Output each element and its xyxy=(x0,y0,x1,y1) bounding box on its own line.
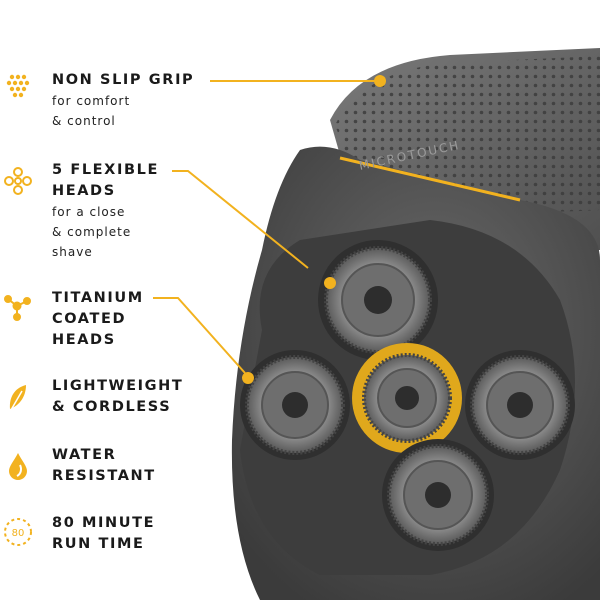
feather-icon xyxy=(9,385,26,411)
feature-title: 5 FLEXIBLE HEADS xyxy=(52,162,159,199)
accent-stripe xyxy=(339,156,521,202)
feature-title: TITANIUM COATED HEADS xyxy=(52,290,144,348)
shaving-head-center xyxy=(352,343,462,453)
water-drop-icon xyxy=(9,453,27,480)
shaving-head-left xyxy=(240,350,350,460)
shaving-head-bottom xyxy=(382,439,494,551)
shaving-head-right xyxy=(465,350,575,460)
feature-description: for a close & complete shave xyxy=(52,205,132,259)
flexible-heads-icon xyxy=(4,167,32,195)
feature-title: WATER RESISTANT xyxy=(52,447,156,484)
feature-description: for comfort & control xyxy=(52,94,131,128)
sun-timer-icon: 80 xyxy=(4,518,32,546)
svg-text:80: 80 xyxy=(12,528,25,539)
feature-title: LIGHTWEIGHT & CORDLESS xyxy=(52,378,184,415)
feature-title: 80 MINUTE RUN TIME xyxy=(52,515,156,552)
dots-grid-icon xyxy=(6,74,30,98)
shaving-head-top xyxy=(318,240,438,360)
molecule-icon xyxy=(4,295,31,321)
feature-title: NON SLIP GRIP xyxy=(52,72,195,88)
shaving-heads xyxy=(240,240,575,551)
